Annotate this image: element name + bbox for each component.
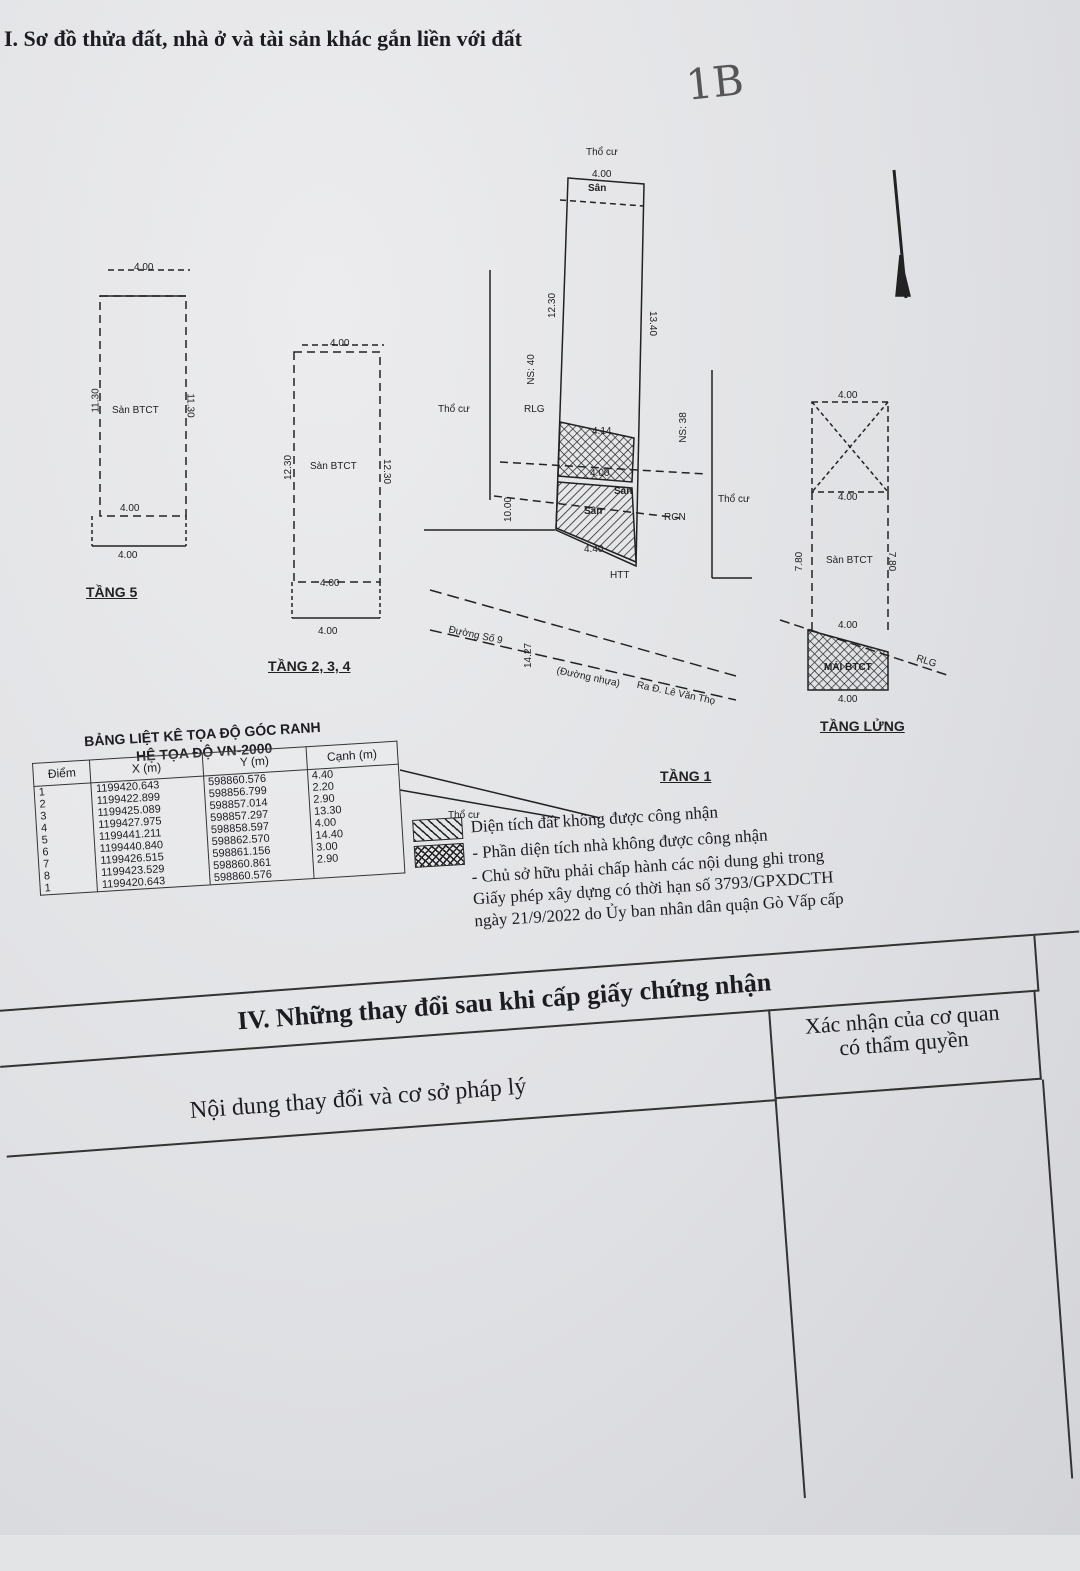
- floor-1-dim-414: 4.14: [592, 426, 612, 437]
- mezzanine-dim-balcony: 4.00: [838, 620, 858, 631]
- floor-plan-drawing: [91, 169, 951, 819]
- section-title: I. Sơ đồ thửa đất, nhà ở và tài sản khác…: [4, 26, 522, 51]
- floor-1-outline: [399, 177, 752, 819]
- mezzanine-dim-top: 4.00: [838, 390, 858, 401]
- col-content-label: Nội dung thay đổi và cơ sở pháp lý: [188, 1073, 528, 1125]
- north-arrow: [892, 169, 911, 299]
- floor-5-dim-bottom: 4.00: [118, 550, 138, 561]
- crosshatch-swatch-icon: [413, 842, 465, 868]
- floor-5-dim-balcony: 4.00: [120, 503, 140, 514]
- floor-1-yard-low: Sân: [584, 506, 603, 517]
- mezzanine-dim-right: 7.80: [886, 551, 898, 572]
- floor-1-neighbor-left: Thổ cư: [438, 404, 470, 415]
- floor-1-yard-mid: Sân: [614, 486, 633, 497]
- floor-1-title: TẦNG 1: [660, 768, 712, 784]
- floor-2-4-dim-left: 12.30: [283, 454, 295, 481]
- floor-1-yard-top: Sân: [588, 183, 607, 194]
- floor-1-neighbor-top: Thổ cư: [586, 147, 618, 158]
- floor-1-rlg: RLG: [524, 404, 545, 415]
- floor-1-neighbor-right: Thổ cư: [718, 494, 750, 505]
- changes-section: IV. Những thay đổi sau khi cấp giấy chứn…: [0, 930, 1080, 1571]
- floor-2-4-dim-balcony: 4.00: [320, 578, 340, 589]
- mezzanine-dim-mid: 4.00: [838, 492, 858, 503]
- mezzanine-outline: [779, 401, 951, 691]
- road-width: 14.27: [523, 642, 535, 669]
- floor-1-dim-440: 4.40: [584, 544, 604, 555]
- floor-1-dim-left: 12.30: [547, 292, 559, 319]
- mezzanine-roof-label: MÁI BTCT: [824, 662, 872, 673]
- floor-2-4-dim-bottom: 4.00: [318, 626, 338, 637]
- floor-1-rcn: RCN: [664, 512, 686, 523]
- floor-5-title: TẦNG 5: [86, 584, 138, 600]
- floor-1-dim-top: 4.00: [592, 169, 612, 180]
- floor-1-dim-400: 4.00: [590, 468, 610, 479]
- changes-confirm-cell: [774, 1079, 1074, 1499]
- floor-5-dim-top: 4.00: [134, 262, 154, 273]
- changes-content-cell: [6, 1099, 806, 1555]
- floor-1-htt: HTT: [610, 570, 630, 581]
- mezzanine-slab-label: Sàn BTCT: [826, 555, 873, 566]
- floor-1-neighbor-bottom: Thổ cư: [448, 810, 480, 821]
- floor-2-4-dim-top: 4.00: [330, 338, 350, 349]
- mezzanine-title: TẦNG LỬNG: [820, 718, 905, 734]
- floor-2-4-slab-label: Sàn BTCT: [310, 461, 357, 472]
- hatch-swatch-icon: [412, 816, 464, 842]
- mezzanine-dim-left: 7.80: [794, 551, 806, 572]
- floor-5-dim-left: 11.30: [90, 388, 102, 413]
- floor-5-dim-right: 11.30: [184, 393, 196, 418]
- floor-1-dim-right: 13.40: [647, 310, 659, 337]
- floor-1-ns-left: NS: 40: [525, 354, 537, 385]
- floor-5-outline: [91, 269, 190, 547]
- floor-1-dim-1000: 10.00: [503, 496, 515, 523]
- floor-2-4-title: TẦNG 2, 3, 4: [268, 658, 351, 674]
- floor-1-ns-right: NS: 38: [677, 412, 689, 443]
- floor-2-4-dim-right: 12.30: [381, 458, 393, 485]
- floor-5-slab-label: Sàn BTCT: [112, 405, 159, 416]
- mezzanine-dim-bottom: 4.00: [838, 694, 858, 705]
- floor-2-4-outline: [291, 344, 384, 619]
